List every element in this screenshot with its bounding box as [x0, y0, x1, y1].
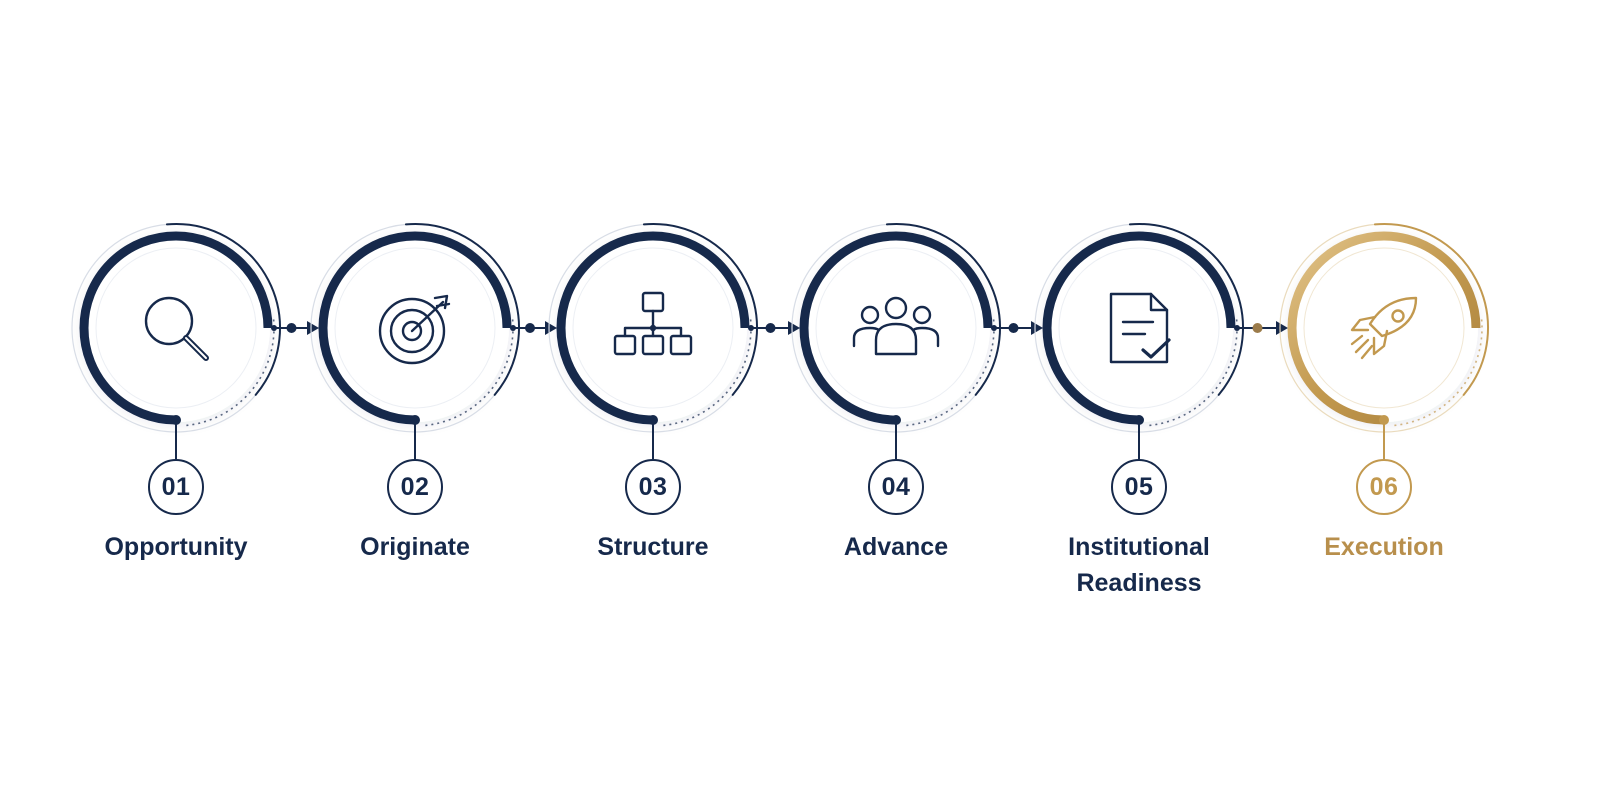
step-connector — [271, 321, 319, 335]
step-node — [1034, 223, 1244, 459]
step-node — [791, 223, 1001, 459]
target-arrow-icon — [378, 294, 451, 365]
step-node — [548, 223, 758, 459]
people-group-icon — [852, 296, 940, 356]
step-node — [310, 223, 520, 459]
org-chart-icon — [613, 291, 693, 356]
document-check-icon — [1109, 292, 1171, 364]
magnifier-icon — [144, 296, 209, 361]
step-node — [1279, 223, 1489, 459]
rocket-icon — [1350, 296, 1418, 360]
step-connector — [510, 321, 557, 335]
step-node — [71, 223, 281, 459]
